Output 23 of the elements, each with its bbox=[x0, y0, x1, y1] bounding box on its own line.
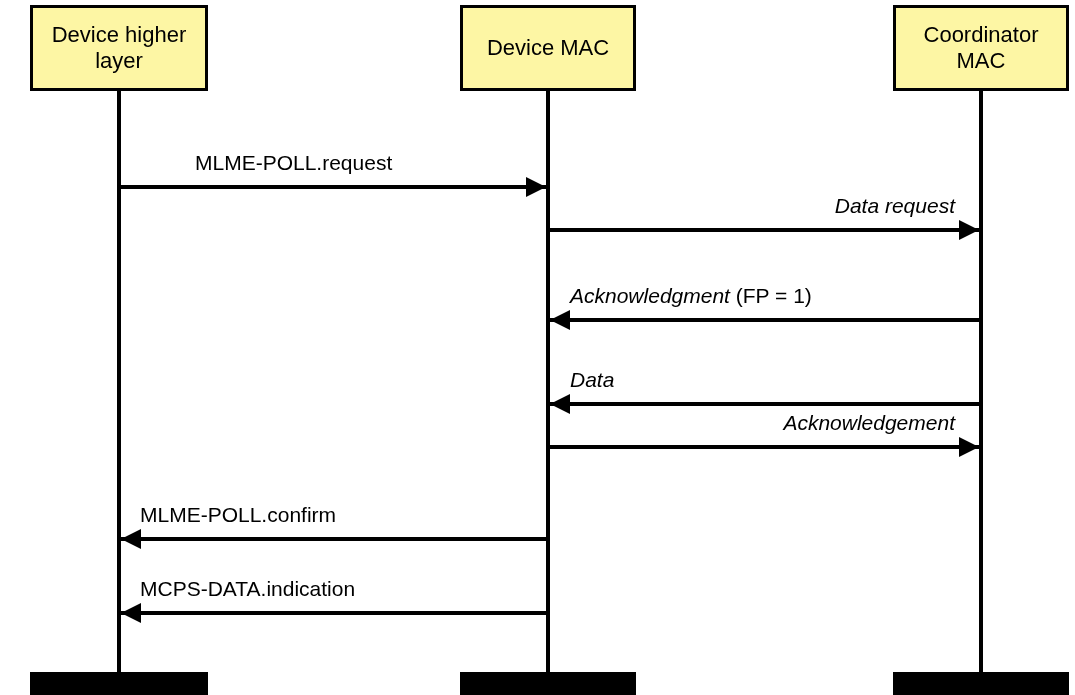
lifeline-end-bar bbox=[460, 672, 636, 695]
message-label: Acknowledgement bbox=[783, 410, 955, 436]
message-label: MCPS-DATA.indication bbox=[140, 576, 356, 602]
lifeline-end-bar bbox=[893, 672, 1069, 695]
message-arrow bbox=[550, 220, 979, 240]
message-label: MLME-POLL.request bbox=[195, 150, 393, 176]
message-arrow bbox=[550, 310, 979, 330]
message-label: Data bbox=[570, 367, 615, 393]
message-arrow bbox=[550, 437, 979, 457]
lifeline-header-box: Device higher layer bbox=[30, 5, 208, 91]
message-label: MLME-POLL.confirm bbox=[140, 502, 337, 528]
message-label: Acknowledgment (FP = 1) bbox=[570, 283, 812, 309]
lifeline bbox=[979, 91, 983, 672]
lifeline-end-bar bbox=[30, 672, 208, 695]
lifeline bbox=[117, 91, 121, 672]
message-arrow bbox=[550, 394, 979, 414]
lifeline bbox=[546, 91, 550, 672]
message-arrow bbox=[121, 603, 546, 623]
lifeline-header-box: Device MAC bbox=[460, 5, 636, 91]
message-arrow bbox=[121, 529, 546, 549]
message-label: Data request bbox=[834, 193, 955, 219]
lifeline-header-box: Coordinator MAC bbox=[893, 5, 1069, 91]
message-arrow bbox=[121, 177, 546, 197]
